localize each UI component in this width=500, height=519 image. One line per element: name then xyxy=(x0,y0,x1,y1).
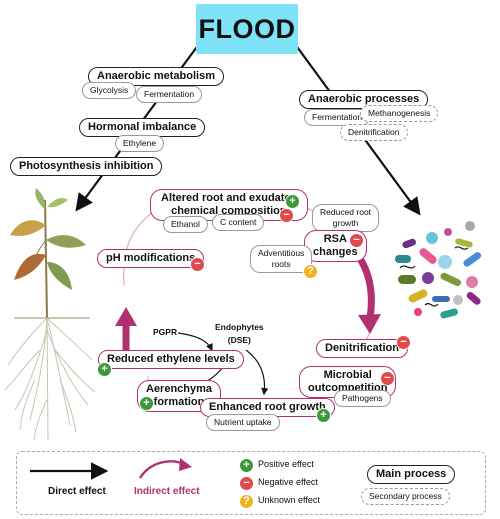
aerenchyma-positive-badge: + xyxy=(139,396,154,411)
photosynthesis-inhibition-box: Photosynthesis inhibition xyxy=(10,157,163,176)
legend-secondary-process-box: Secondary process xyxy=(361,488,450,505)
legend-negative-label: Negative effect xyxy=(258,477,318,487)
adventitious-line2: roots xyxy=(271,259,291,269)
methanogenesis-box: Methanogenesis xyxy=(360,105,439,122)
denitrification-negative-badge: − xyxy=(396,335,411,350)
ph-modifications-box: pH modifications xyxy=(97,249,205,268)
reduced-root-growth-line2: growth xyxy=(332,218,359,228)
legend-positive-label: Positive effect xyxy=(258,459,314,469)
adventitious-roots-box: Adventitious roots xyxy=(250,245,313,273)
legend-direct-label: Direct effect xyxy=(48,486,106,497)
altered-root-line1: Altered root and exudates xyxy=(161,192,297,204)
pathogens-box: Pathogens xyxy=(334,390,391,407)
reduced-ethylene-positive-badge: + xyxy=(97,362,112,377)
c-content-box: C content xyxy=(212,214,265,231)
enhanced-root-positive-badge: + xyxy=(316,408,331,423)
enhanced-root-growth-box: Enhanced root growth xyxy=(200,398,335,417)
reduced-ethylene-box: Reduced ethylene levels xyxy=(98,350,244,369)
microbial-negative-badge: − xyxy=(380,371,395,386)
glycolysis-box: Glycolysis xyxy=(82,82,137,99)
rsa-line2: changes xyxy=(313,246,358,258)
microbes-illustration xyxy=(395,221,482,319)
rsa-negative-badge: − xyxy=(349,233,364,248)
denitrification-cycle-box: Denitrification xyxy=(316,339,408,358)
legend xyxy=(16,451,486,515)
anaerobic-metabolism-box: Anaerobic metabolism xyxy=(88,67,224,86)
legend-negative-icon: − xyxy=(239,476,254,491)
endophytes-line2: (DSE) xyxy=(227,335,251,345)
adventitious-line1: Adventitious xyxy=(258,248,305,258)
legend-positive-icon: + xyxy=(239,458,254,473)
aerenchyma-line1: Aerenchyma xyxy=(146,383,213,395)
flood-title: FLOOD xyxy=(196,4,298,54)
cycle-ring xyxy=(123,207,161,286)
aerenchyma-line2: formation xyxy=(153,396,205,408)
ethanol-box: Ethanol xyxy=(163,216,208,233)
altered-root-negative-badge: − xyxy=(279,208,294,223)
nutrient-uptake-box: Nutrient uptake xyxy=(206,414,280,431)
hormonal-imbalance-box: Hormonal imbalance xyxy=(79,118,206,137)
plant-illustration xyxy=(4,188,96,441)
anaerobic-processes-box: Anaerobic processes xyxy=(299,90,429,109)
microbial-line1: Microbial xyxy=(323,369,372,381)
ph-negative-badge: − xyxy=(190,257,205,272)
denitrification-right-box: Denitrification xyxy=(340,124,408,141)
reduced-root-growth-box: Reduced root growth xyxy=(312,204,380,232)
reduced-root-growth-line1: Reduced root xyxy=(320,207,372,217)
adventitious-unknown-badge: ? xyxy=(303,264,318,279)
endophytes-line1: Endophytes xyxy=(215,322,264,332)
endophytes-label: Endophytes (DSE) xyxy=(215,322,264,345)
altered-root-positive-badge: + xyxy=(285,194,300,209)
rsa-line1: RSA xyxy=(323,233,347,245)
fermentation-right-box: Fermentation xyxy=(304,109,371,126)
legend-unknown-label: Unknown effect xyxy=(258,495,320,505)
legend-indirect-label: Indirect effect xyxy=(134,486,200,497)
pgpr-arrow xyxy=(177,332,213,352)
endophytes-arrow-2 xyxy=(245,349,269,396)
fermentation-left-box: Fermentation xyxy=(136,86,203,103)
ethylene-box: Ethylene xyxy=(115,135,165,152)
legend-unknown-icon: ? xyxy=(239,494,254,509)
legend-main-process-box: Main process xyxy=(367,465,456,484)
pgpr-label: PGPR xyxy=(153,327,178,337)
